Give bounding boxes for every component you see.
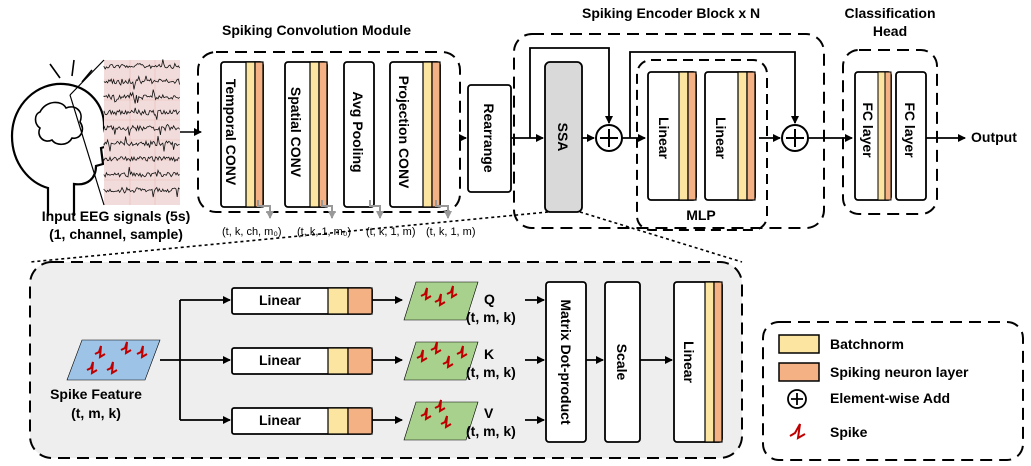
output-label: Output: [971, 129, 1017, 145]
projection-conv-block: [389, 61, 441, 208]
legend-add-label: Element-wise Add: [830, 390, 951, 406]
spike-mark: [420, 287, 432, 301]
shape-arrow: [435, 200, 452, 219]
legend-spiking-label: Spiking neuron layer: [830, 364, 969, 380]
mlp-label: MLP: [686, 207, 716, 223]
spike-mark: [416, 349, 428, 363]
conv-label-avg-pooling: Avg Pooling: [350, 91, 366, 173]
spike-feature-label-line2: (t, m, k): [71, 405, 121, 421]
temporal-conv-block: [220, 61, 264, 208]
mlp-linear-block-2: [704, 71, 756, 201]
spike-mark: [456, 345, 468, 359]
spiking-encoder-block-title: Spiking Encoder Block x N: [582, 5, 761, 21]
k-label: K: [484, 346, 495, 362]
conv-label-projection: Projection CONV: [396, 75, 412, 189]
spike-mark: [442, 355, 454, 369]
scale-label: Scale: [614, 343, 630, 381]
spike-feature-label-line1: Spike Feature: [50, 386, 142, 402]
spiking-conv-module-title: Spiking Convolution Module: [222, 22, 411, 38]
k-shape-label: (t, m, k): [466, 364, 516, 380]
ssa-label: SSA: [555, 122, 571, 152]
spike-mark: [434, 399, 446, 413]
final-linear-label: Linear: [681, 340, 697, 384]
conv-label-temporal: Temporal CONV: [223, 78, 239, 186]
shape-arrow: [257, 200, 274, 219]
legend-spike-label: Spike: [830, 424, 868, 440]
spike-mark: [86, 361, 98, 375]
q-label: Q: [484, 291, 495, 307]
shape-label-3: (t, k, 1, m): [366, 226, 416, 238]
fc-layer-label-2: FC layer: [902, 102, 918, 158]
spike-icon: [789, 423, 806, 440]
q-shape-label: (t, m, k): [466, 309, 516, 325]
spike-mark: [420, 407, 432, 421]
mlp-linear-label-1: Linear: [656, 116, 672, 160]
spike-mark: [136, 345, 148, 359]
input-label-line2: (1, channel, sample): [49, 226, 183, 242]
spike-mark: [446, 285, 458, 299]
avg-pooling-block: [343, 61, 375, 208]
scale-box: [604, 281, 641, 443]
legend-batchnorm-swatch: [778, 334, 820, 354]
spike-mark: [120, 341, 132, 355]
element-wise-add-2: [781, 124, 809, 152]
final-linear-block: [673, 281, 723, 443]
q-matrix-icon: [403, 281, 479, 321]
shape-label-2: (t, k, 1, m₀): [297, 226, 352, 238]
ssa-linear-label-k: Linear: [258, 352, 302, 368]
ssa-linear-block-k: [231, 347, 373, 375]
v-shape-label: (t, m, k): [466, 423, 516, 439]
mlp-linear-block-1: [647, 71, 697, 201]
spike-mark: [106, 361, 118, 375]
spike-feature-icon: [66, 339, 161, 381]
shape-arrow: [369, 200, 384, 219]
plus-circle-icon: [787, 389, 807, 409]
fc-layer-block-1: [854, 71, 892, 201]
eeg-signal-image: [103, 59, 180, 205]
ssa-box: [544, 61, 583, 213]
shape-arrow: [321, 200, 336, 219]
ssa-linear-label-q: Linear: [258, 292, 302, 308]
fc-layer-block-2: [895, 71, 927, 201]
shape-label-4: (t, k, 1, m): [426, 226, 476, 238]
spike-mark: [94, 345, 106, 359]
fc-layer-label-1: FC layer: [860, 102, 876, 158]
mlp-linear-label-2: Linear: [713, 116, 729, 160]
spike-mark: [430, 341, 442, 355]
spiking-encoder-block-box: [513, 33, 825, 229]
rearrange-label: Rearrange: [481, 103, 497, 173]
matrix-dot-product-label: Matrix Dot-product: [558, 299, 574, 425]
head-icon: [10, 59, 110, 216]
ssa-linear-label-v: Linear: [258, 412, 302, 428]
v-matrix-icon: [403, 399, 479, 441]
legend-batchnorm-label: Batchnorm: [830, 336, 904, 352]
legend-box: [762, 321, 1024, 461]
k-matrix-icon: [403, 341, 479, 381]
spatial-conv-block: [284, 61, 328, 208]
spike-mark: [434, 293, 446, 307]
input-label-line1: Input EEG signals (5s): [41, 208, 191, 224]
classification-head-title-line2: Head: [872, 23, 908, 39]
classification-head-box: [842, 49, 938, 215]
mlp-box: [636, 59, 768, 231]
classification-head-title-line1: Classification: [844, 5, 936, 21]
legend-spiking-swatch: [778, 362, 820, 382]
spike-mark: [440, 415, 452, 429]
ssa-linear-block-v: [231, 407, 373, 435]
conv-label-spatial: Spatial CONV: [288, 86, 304, 178]
ssa-linear-block-q: [231, 287, 373, 315]
v-label: V: [484, 405, 494, 421]
matrix-dot-product-box: [545, 281, 587, 443]
element-wise-add-1: [595, 124, 623, 152]
shape-label-1: (t, k, ch, m₀): [222, 226, 282, 238]
